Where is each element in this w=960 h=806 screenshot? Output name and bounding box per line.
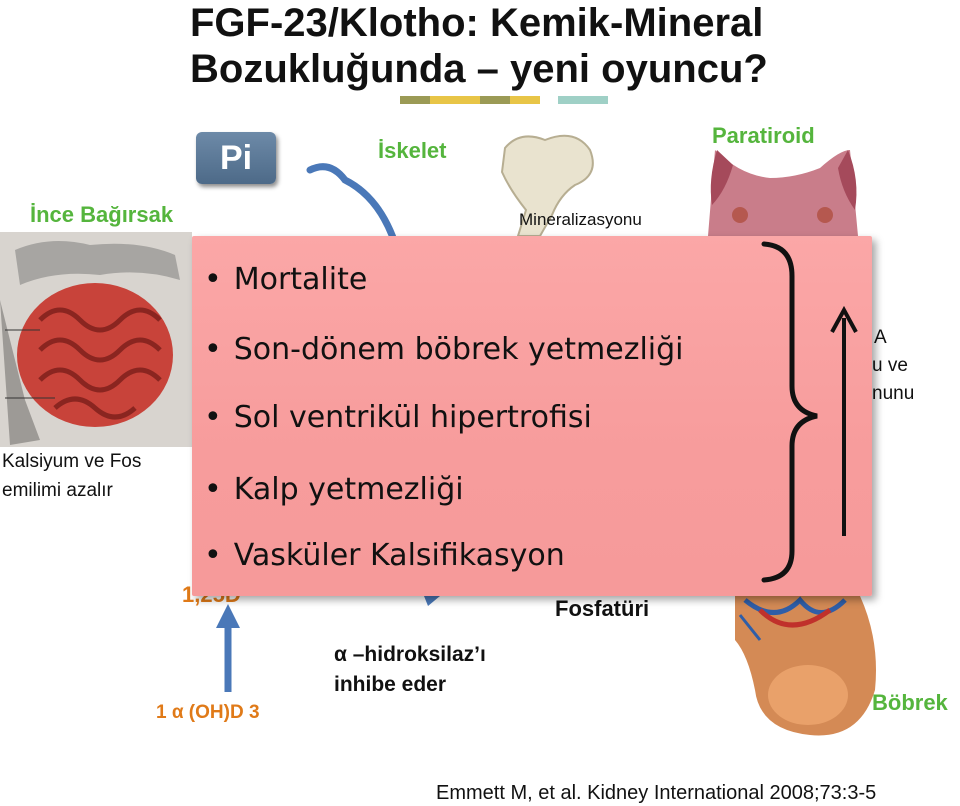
label-right-a: A xyxy=(874,327,887,348)
curly-brace xyxy=(761,241,818,583)
kidney-illustration xyxy=(735,596,876,736)
outcomes-panel: Mortalite Son-dönem böbrek yetmezliği So… xyxy=(192,236,872,596)
outcome-item: Son-dönem böbrek yetmezliği xyxy=(204,332,684,367)
outcome-item: Sol ventrikül hipertrofisi xyxy=(204,400,592,435)
bracket-layer xyxy=(761,241,858,583)
parathyroid-illustration xyxy=(708,150,858,236)
citation: Emmett M, et al. Kidney International 20… xyxy=(436,782,877,804)
label-right-uve: u ve xyxy=(872,355,908,376)
swatch xyxy=(430,96,480,104)
label-one-alpha: 1 α (OH)D 3 xyxy=(156,702,260,723)
label-skeleton: İskelet xyxy=(378,138,447,163)
label-calcium-line2: emilimi azalır xyxy=(2,480,113,501)
outcome-item: Kalp yetmezliği xyxy=(204,472,464,507)
label-right-nunu: nunu xyxy=(872,383,915,404)
color-swatch-bar xyxy=(400,96,620,104)
label-phosphaturia: Fosfatüri xyxy=(555,596,650,621)
intestine-illustration xyxy=(0,232,192,447)
swatch xyxy=(480,96,510,104)
label-alpha-line2: inhibe eder xyxy=(334,673,447,696)
label-mineralization: Mineralizasyonu xyxy=(519,210,642,229)
arrow-pi-to-skeleton xyxy=(306,163,404,264)
outcome-item: Mortalite xyxy=(204,262,368,297)
bone-illustration xyxy=(500,134,594,237)
up-arrow-head xyxy=(830,305,858,333)
title-line-2: Bozukluğunda – yeni oyuncu? xyxy=(190,47,768,91)
slide-title: FGF-23/Klotho: Kemik-Mineral Bozukluğund… xyxy=(190,0,890,92)
swatch xyxy=(540,96,558,104)
label-parathyroid: Paratiroid xyxy=(712,123,815,148)
label-calcium-line1: Kalsiyum ve Fos xyxy=(2,451,142,472)
swatch xyxy=(400,96,430,104)
label-alpha-line1: α –hidroksilaz’ı xyxy=(334,643,486,666)
label-small-intestine: İnce Bağırsak xyxy=(30,202,174,227)
swatch xyxy=(558,96,608,104)
pi-button[interactable]: Pi xyxy=(196,132,276,184)
outcome-item: Vasküler Kalsifikasyon xyxy=(204,538,565,573)
swatch xyxy=(510,96,540,104)
title-line-1: FGF-23/Klotho: Kemik-Mineral xyxy=(190,1,764,45)
label-kidney: Böbrek xyxy=(872,690,948,715)
